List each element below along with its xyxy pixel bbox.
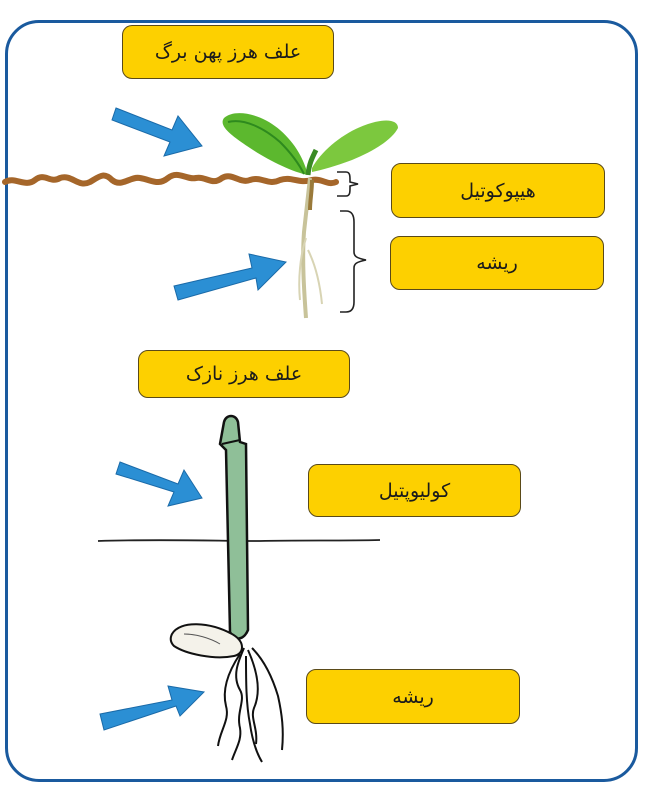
grass-soil-line — [97, 539, 381, 542]
arrow-to-coleoptile-icon — [115, 461, 203, 507]
broadleaf-root-label: ریشه — [390, 236, 604, 290]
arrow-to-root-grass-icon — [99, 685, 206, 731]
diagram-frame — [5, 20, 638, 782]
coleoptile-shape — [218, 414, 250, 640]
hypocotyl-label: هیپوکوتیل — [391, 163, 605, 218]
seedling-root — [298, 177, 323, 319]
grass-weed-title: علف هرز نازک — [138, 350, 350, 398]
coleoptile-label: کولیوپتیل — [308, 464, 521, 517]
soil-line — [2, 171, 339, 187]
arrow-to-leaves-icon — [111, 107, 203, 157]
root-brace — [340, 210, 367, 313]
grass-roots — [217, 647, 284, 763]
arrow-to-root-broadleaf-icon — [173, 253, 288, 301]
grass-root-label: ریشه — [306, 669, 520, 724]
hypocotyl-brace — [337, 171, 359, 197]
grass-seed — [169, 623, 243, 659]
broadleaf-weed-title: علف هرز پهن برگ — [122, 25, 334, 79]
seedling-leaves — [222, 113, 398, 176]
